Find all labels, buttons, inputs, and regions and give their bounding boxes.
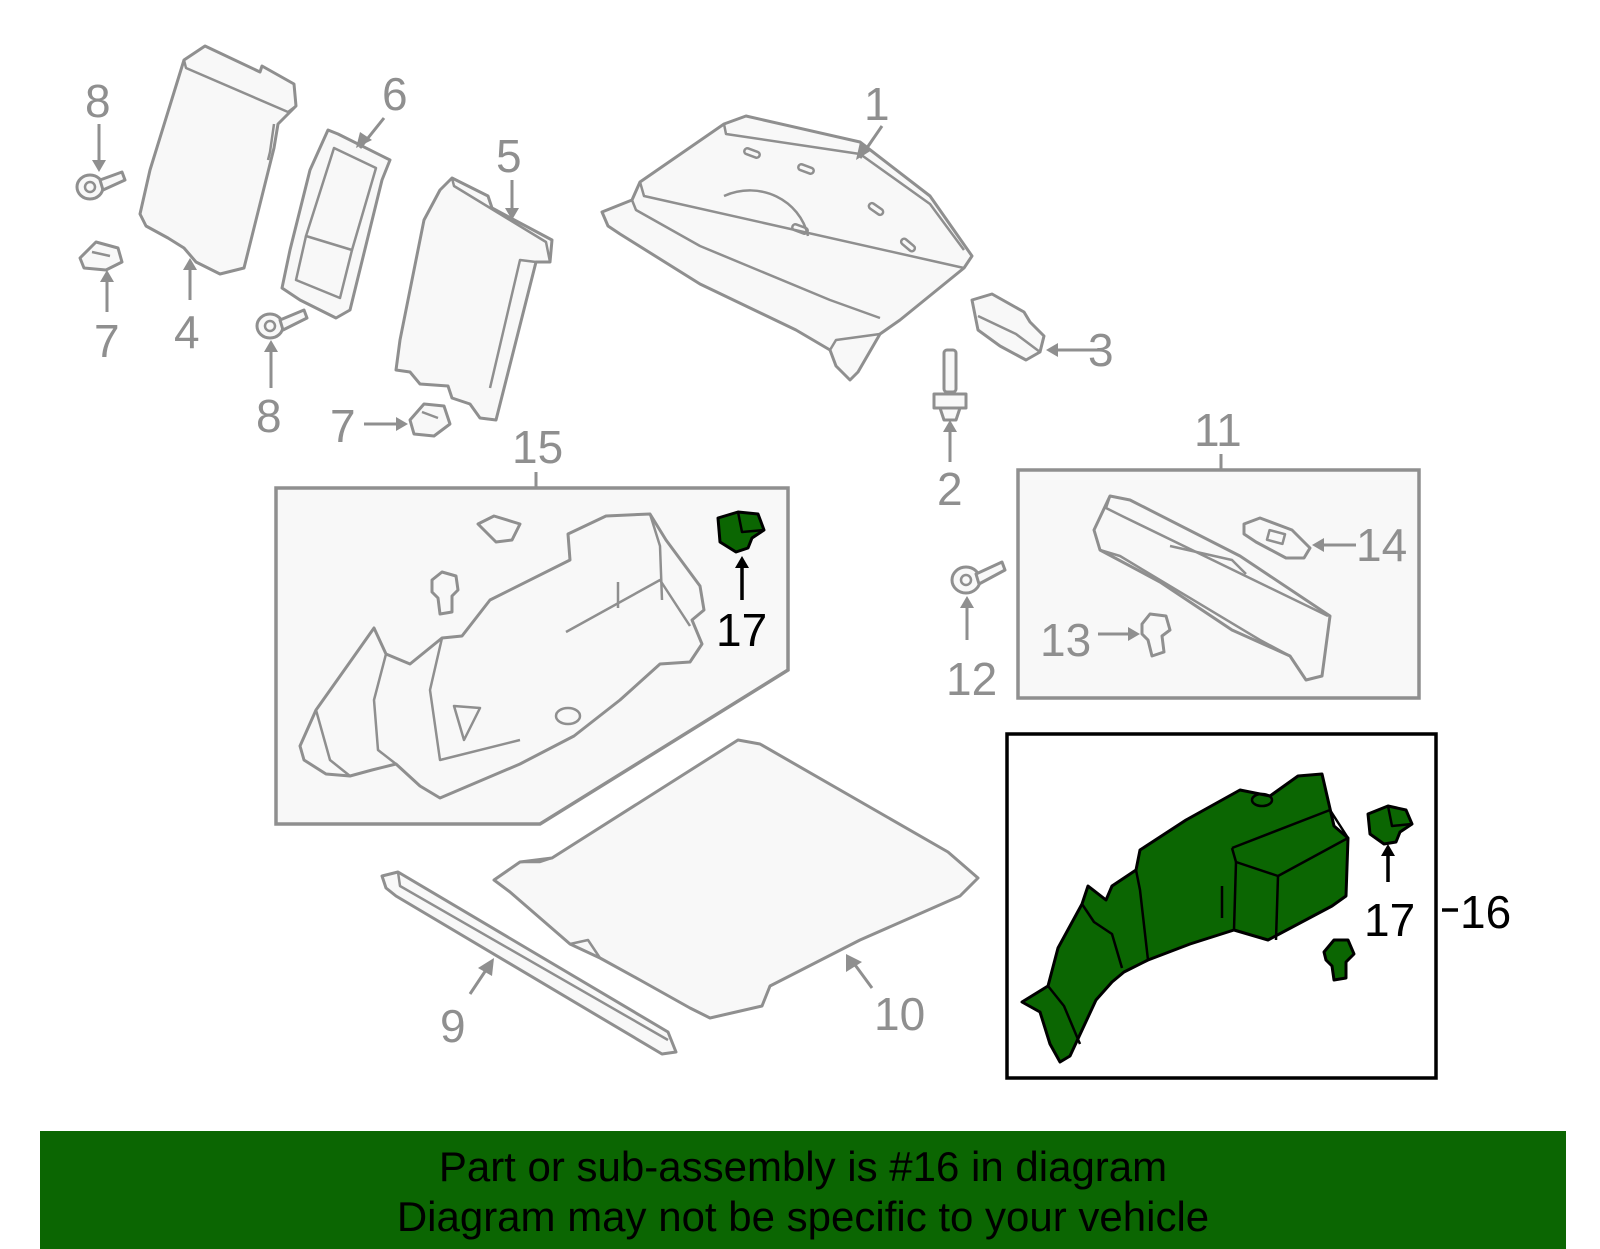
assembly-box-15: [274, 472, 790, 826]
part-2-stud-bolt: [932, 348, 968, 462]
part-10-trunk-mat: [492, 738, 980, 1020]
callout-15: 15: [512, 421, 563, 473]
assembly-box-16[interactable]: [1005, 732, 1458, 1080]
part-8-bolt-bottom: [255, 308, 309, 388]
part-9-sill-plate: [380, 870, 678, 1056]
part-7-retainer-center: [364, 402, 452, 438]
callout-17-box15: 17: [716, 604, 767, 656]
callout-4: 4: [174, 306, 200, 358]
part-5-side-panel: [394, 176, 554, 422]
callout-8-top: 8: [85, 75, 111, 127]
callout-17-box16: 17: [1364, 894, 1415, 946]
info-banner: Part or sub-assembly is #16 in diagram D…: [40, 1131, 1566, 1249]
callout-14: 14: [1356, 519, 1407, 571]
part-1-package-tray: [600, 114, 974, 382]
assembly-box-11: [1016, 454, 1421, 700]
callout-7-center: 7: [330, 400, 356, 452]
callout-12: 12: [946, 653, 997, 705]
part-3-bracket: [970, 292, 1100, 362]
callout-3: 3: [1088, 324, 1114, 376]
part-8-bolt-top: [75, 124, 127, 201]
part-6-trim-panel: [280, 128, 392, 320]
callout-11: 11: [1194, 404, 1242, 456]
callout-16: 16: [1460, 886, 1511, 938]
banner-line-1: Part or sub-assembly is #16 in diagram: [438, 1143, 1168, 1190]
callout-7-left: 7: [94, 315, 120, 367]
part-4-side-trim-panel: [138, 44, 298, 276]
callout-5: 5: [496, 130, 522, 182]
callout-1: 1: [864, 78, 890, 130]
part-12-bolt: [950, 560, 1007, 640]
callout-10: 10: [874, 988, 925, 1040]
callout-6: 6: [382, 68, 408, 120]
banner-line-2: Diagram may not be specific to your vehi…: [396, 1193, 1210, 1240]
callout-13: 13: [1040, 614, 1091, 666]
callout-9: 9: [440, 1000, 466, 1052]
callout-2: 2: [937, 463, 963, 515]
part-7-retainer-left: [78, 240, 124, 312]
callout-8-bottom: 8: [256, 390, 282, 442]
